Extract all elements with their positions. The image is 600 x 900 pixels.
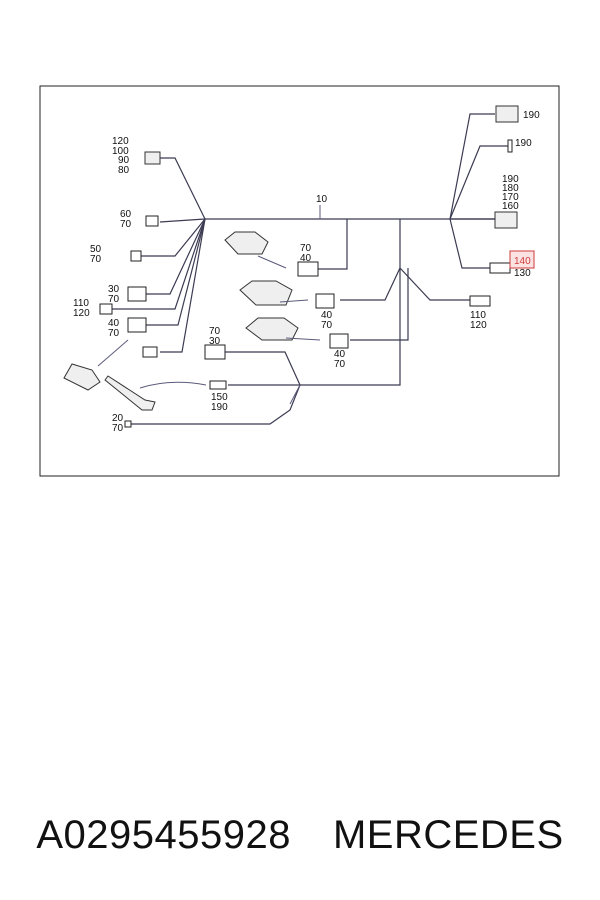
callout-l-50: 50 (90, 244, 102, 255)
callout-bl-20: 20 (112, 413, 124, 424)
connector-l4 (99, 303, 113, 315)
connector-l1 (145, 215, 159, 227)
callout-r-160: 160 (502, 201, 519, 212)
callout-r-170: 170 (502, 192, 519, 203)
callout-r-130: 130 (514, 268, 531, 279)
connector-r1 (495, 105, 519, 123)
callout-l-120: 120 (73, 308, 90, 319)
callout-r-190a: 190 (523, 110, 540, 121)
callout-c-70: 70 (209, 326, 221, 337)
connector-l3 (127, 286, 147, 302)
connector-20 (124, 420, 132, 428)
connector-r2 (507, 139, 513, 153)
right-bundle (449, 113, 508, 269)
callout-r-110: 110 (470, 310, 486, 321)
connector-r4 (489, 262, 511, 274)
connector-r3 (494, 211, 518, 229)
left-bundle (112, 157, 206, 353)
connector-l5 (127, 317, 147, 333)
callout-tl-120: 120 (112, 136, 129, 147)
callout-m-70c: 70 (334, 359, 346, 370)
highlight-box-140 (509, 250, 535, 269)
callout-m-70b: 70 (321, 320, 333, 331)
connector-150 (209, 380, 227, 390)
callout-r-190c: 190 (502, 174, 519, 185)
callout-r-180: 180 (502, 183, 519, 194)
part-console-2 (239, 280, 293, 306)
diagram-frame (39, 85, 560, 477)
callout-m-40b: 40 (321, 310, 333, 321)
callout-m-40c: 40 (334, 349, 346, 360)
callout-l-110: 110 (73, 298, 89, 309)
callout-l-60: 60 (120, 209, 132, 220)
callout-tl-90: 90 (118, 155, 130, 166)
center-wires (130, 219, 470, 425)
part-sensor-left (63, 363, 101, 391)
brand-name: MERCEDES (332, 812, 564, 857)
connector-tl (144, 151, 161, 165)
callout-m-40a: 40 (300, 253, 312, 264)
callout-b-190: 190 (211, 402, 228, 413)
arrow-console-2 (279, 299, 309, 303)
connector-l2 (130, 250, 142, 262)
caption: A0295455928 MERCEDES (0, 800, 600, 870)
callout-r-120: 120 (470, 320, 487, 331)
part-console-1 (224, 231, 269, 255)
callout-bl-70: 70 (112, 423, 124, 434)
callout-r-140: 140 (514, 256, 531, 267)
part-antenna (104, 375, 156, 411)
callout-l-70c: 70 (108, 294, 120, 305)
callout-b-150: 150 (211, 392, 228, 403)
arrow-to-sensor (97, 339, 129, 367)
callout-main: 10 (316, 194, 328, 205)
connector-c (204, 344, 226, 360)
callout-l-40: 40 (108, 318, 120, 329)
arrow-console-1 (257, 255, 287, 269)
callout-tl-80: 80 (118, 165, 130, 176)
callout-l-70a: 70 (120, 219, 132, 230)
callout-l-30: 30 (108, 284, 120, 295)
connector-m2 (315, 293, 335, 309)
callout-m-70a: 70 (300, 243, 312, 254)
callout-r-190b: 190 (515, 138, 532, 149)
callout-tl-100: 100 (112, 146, 129, 157)
part-number: A0295455928 (36, 812, 291, 857)
connector-l6 (142, 346, 158, 358)
arrow-console-3 (285, 337, 321, 341)
arrow-to-150 (139, 381, 207, 389)
callout-c-30: 30 (209, 336, 221, 347)
connector-r5 (469, 295, 491, 307)
callout-l-70b: 70 (90, 254, 102, 265)
connector-m3 (329, 333, 349, 349)
part-console-3 (245, 317, 299, 341)
connector-m1 (297, 261, 319, 277)
callout-l-70d: 70 (108, 328, 120, 339)
